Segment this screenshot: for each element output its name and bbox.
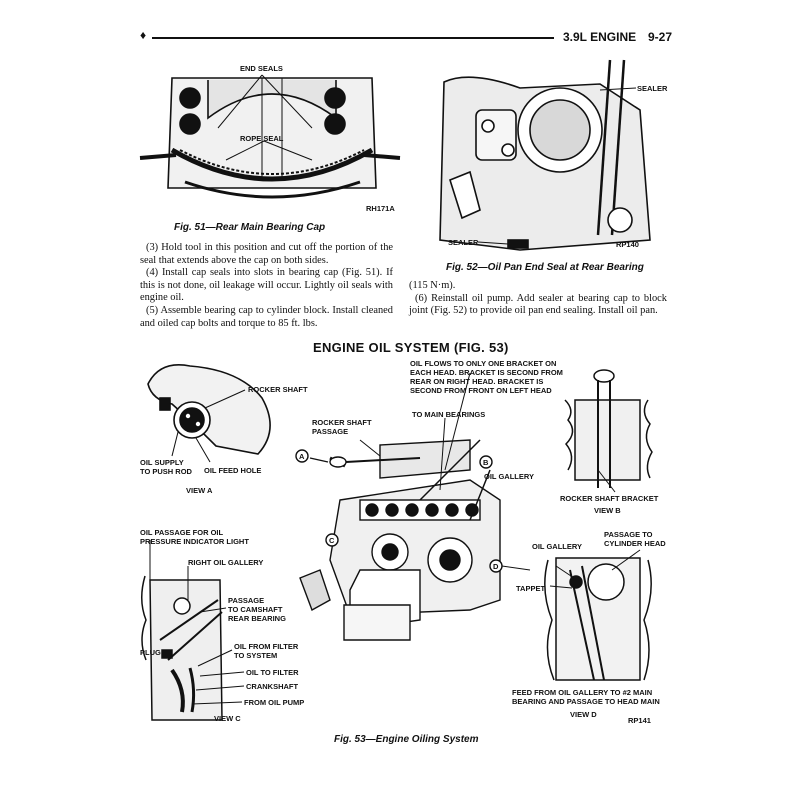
label-fig53-code: RP141	[628, 716, 651, 725]
label-fig51-code: RH171A	[366, 204, 395, 213]
label-right-oil-gallery: RIGHT OIL GALLERY	[188, 558, 264, 567]
paragraph: (6) Reinstall oil pump. Add sealer at be…	[409, 292, 667, 317]
label-tappet: TAPPET	[516, 584, 546, 593]
marker-b: B	[483, 458, 489, 467]
label-view-b: VIEW B	[594, 506, 621, 515]
label-fig52-code: RP140	[616, 240, 639, 249]
marker-a: A	[299, 452, 305, 461]
fig53-caption: Fig. 53—Engine Oiling System	[334, 734, 479, 745]
label-view-c: VIEW C	[214, 714, 241, 723]
fig51-drawing	[139, 74, 401, 199]
label-oil-gallery-d: OIL GALLERY	[532, 542, 583, 551]
paragraph: (115 N·m).	[409, 280, 456, 291]
label-oil-feed-hole: OIL FEED HOLE	[204, 466, 262, 475]
label-bracket-note: OIL FLOWS TO ONLY ONE BRACKET ON EACH HE…	[410, 359, 563, 395]
label-oil-from-filter: OIL FROM FILTER TO SYSTEM	[234, 642, 299, 660]
engine-cutaway-drawing	[295, 372, 531, 641]
label-to-main-bearings: TO MAIN BEARINGS	[412, 410, 486, 419]
label-oil-gallery-center: OIL GALLERY	[484, 472, 535, 481]
fig51-caption: Fig. 51—Rear Main Bearing Cap	[174, 222, 326, 233]
label-end-seals: END SEALS	[240, 64, 283, 73]
label-view-a: VIEW A	[186, 486, 213, 495]
view-b-drawing	[564, 369, 653, 493]
body-text-left: (3) Hold tool in this position and cut o…	[140, 242, 393, 330]
label-rocker-shaft: ROCKER SHAFT	[248, 385, 308, 394]
label-rocker-shaft-bracket: ROCKER SHAFT BRACKET	[560, 494, 659, 503]
body-text-right: (115 N·m). (6) Reinstall oil pump. Add s…	[409, 280, 667, 318]
label-rope-seal: ROPE SEAL	[240, 134, 284, 143]
fig53-title: ENGINE OIL SYSTEM (FIG. 53)	[313, 340, 509, 355]
page-number: 9-27	[648, 30, 673, 44]
fig52-caption: Fig. 52—Oil Pan End Seal at Rear Bearing	[446, 262, 644, 273]
label-rocker-shaft-passage: ROCKER SHAFT PASSAGE	[312, 418, 372, 436]
label-feed-note: FEED FROM OIL GALLERY TO #2 MAIN BEARING…	[512, 688, 660, 706]
marker-d: D	[493, 562, 499, 571]
label-sealer-top: SEALER	[637, 84, 668, 93]
view-a-drawing	[147, 364, 271, 463]
view-d-drawing	[544, 549, 652, 681]
label-passage-camshaft: PASSAGE TO CAMSHAFT REAR BEARING	[228, 596, 286, 623]
label-passage-cylinder-head: PASSAGE TO CYLINDER HEAD	[604, 530, 666, 548]
label-sealer-bottom: SEALER	[448, 238, 479, 247]
paragraph: (3) Hold tool in this position and cut o…	[140, 242, 393, 266]
header-rule	[152, 37, 554, 39]
view-c-drawing	[141, 540, 245, 721]
section-title: 3.9L ENGINE	[563, 30, 637, 44]
label-plug: PLUG	[140, 648, 161, 657]
paragraph: (5) Assemble bearing cap to cylinder blo…	[140, 304, 393, 329]
label-oil-passage-indicator: OIL PASSAGE FOR OIL PRESSURE INDICATOR L…	[140, 528, 249, 546]
page-marker: ♦	[140, 28, 147, 42]
label-oil-to-filter: OIL TO FILTER	[246, 668, 299, 677]
label-crankshaft: CRANKSHAFT	[246, 682, 299, 691]
label-view-d: VIEW D	[570, 710, 597, 719]
fig52-drawing	[439, 59, 651, 251]
paragraph: (4) Install cap seals into slots in bear…	[140, 267, 393, 304]
marker-c: C	[329, 536, 335, 545]
label-from-oil-pump: FROM OIL PUMP	[244, 698, 305, 707]
label-oil-supply: OIL SUPPLY TO PUSH ROD	[140, 458, 192, 476]
